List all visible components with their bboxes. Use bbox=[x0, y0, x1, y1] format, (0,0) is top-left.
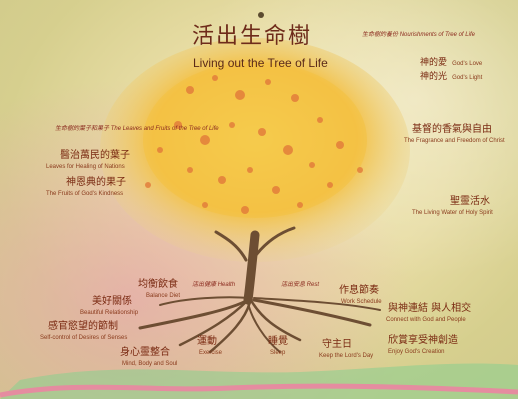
title-chinese: 活出生命樹 bbox=[192, 24, 313, 49]
nourishment-heading-en: Nourishments of Tree of Life bbox=[399, 32, 475, 38]
label-desires-zh: 感官慾望的節制 bbox=[48, 321, 118, 332]
label-fruits-en: The Fruits of God's Kindness bbox=[46, 191, 124, 197]
label-health-zh: 活出健康 bbox=[192, 282, 217, 288]
hanging-hole bbox=[258, 12, 264, 18]
leaves-fruits-heading-zh: 生命樹的葉子和果子 bbox=[55, 126, 110, 132]
label-living-water-zh: 聖靈活水 bbox=[450, 196, 490, 207]
label-exercise-zh: 運動 bbox=[197, 336, 217, 347]
label-relationship-zh: 美好關係 bbox=[92, 296, 132, 307]
label-creation: 欣賞享受神創造 Enjoy God's Creation bbox=[388, 335, 458, 356]
label-love-en: God's Love bbox=[452, 61, 483, 67]
label-connect-zh: 與神連結 與人相交 bbox=[388, 303, 472, 314]
label-health: 活出健康 Health bbox=[192, 282, 235, 288]
label-schedule-zh: 作息節奏 bbox=[339, 285, 379, 296]
label-rest-en: Rest bbox=[306, 282, 320, 288]
label-health-en: Health bbox=[217, 282, 236, 288]
ground-ribbon bbox=[0, 383, 518, 398]
label-relationship: 美好關係 Beautiful Relationship bbox=[80, 296, 138, 317]
label-light: 神的光 God's Light bbox=[420, 66, 482, 82]
label-schedule: 作息節奏 Work Schedule bbox=[339, 285, 382, 306]
label-love-zh: 神的愛 bbox=[420, 58, 448, 68]
nourishment-heading: 生命樹的養份 Nourishments of Tree of Life bbox=[362, 32, 475, 38]
label-fragrance-zh: 基督的香氣與自由 bbox=[412, 124, 492, 135]
label-lordsday: 守主日 Keep the Lord's Day bbox=[319, 339, 374, 360]
label-healing-en: Leaves for Healing of Nations bbox=[46, 164, 125, 170]
tree-trunk bbox=[138, 226, 381, 354]
label-lordsday-zh: 守主日 bbox=[322, 339, 352, 350]
label-rest: 活出安息 Rest bbox=[281, 282, 319, 288]
label-healing: 醫治萬民的葉子 Leaves for Healing of Nations bbox=[46, 150, 130, 171]
label-desires: 感官慾望的節制 Self-control of Desires of Sense… bbox=[40, 321, 127, 342]
label-sleep-zh: 睡覺 bbox=[268, 336, 288, 347]
label-living-water-en: The Living Water of Holy Spirit bbox=[412, 210, 493, 216]
nourishment-heading-zh: 生命樹的養份 bbox=[362, 32, 399, 38]
label-fragrance: 基督的香氣與自由 The Fragrance and Freedom of Ch… bbox=[404, 124, 505, 145]
label-lordsday-en: Keep the Lord's Day bbox=[319, 353, 374, 359]
label-healing-zh: 醫治萬民的葉子 bbox=[60, 150, 130, 161]
label-relationship-en: Beautiful Relationship bbox=[80, 310, 139, 316]
label-desires-en: Self-control of Desires of Senses bbox=[40, 335, 128, 341]
label-diet: 均衡飲食 Balance Diet bbox=[138, 279, 181, 300]
label-mind-en: Mind, Body and Soul bbox=[122, 361, 178, 367]
label-fruits: 神恩典的果子 The Fruits of God's Kindness bbox=[46, 177, 126, 198]
label-connect-en: Connect with God and People bbox=[386, 317, 466, 323]
label-fragrance-en: The Fragrance and Freedom of Christ bbox=[404, 138, 505, 144]
label-love: 神的愛 God's Love bbox=[420, 52, 482, 68]
leaves-fruits-heading-en: The Leaves and Fruits of the Tree of Lif… bbox=[110, 126, 219, 132]
label-exercise: 運動 Exercise bbox=[197, 336, 223, 357]
label-exercise-en: Exercise bbox=[199, 350, 223, 356]
label-schedule-en: Work Schedule bbox=[341, 299, 382, 305]
label-living-water: 聖靈活水 The Living Water of Holy Spirit bbox=[412, 196, 493, 217]
leaves-fruits-heading: 生命樹的葉子和果子 The Leaves and Fruits of the T… bbox=[55, 126, 219, 132]
label-creation-en: Enjoy God's Creation bbox=[388, 349, 445, 355]
label-creation-zh: 欣賞享受神創造 bbox=[388, 335, 458, 346]
canopy-core bbox=[143, 62, 367, 218]
label-light-zh: 神的光 bbox=[420, 72, 448, 82]
label-diet-en: Balance Diet bbox=[146, 293, 181, 299]
label-sleep-en: Sleep bbox=[270, 350, 286, 356]
label-diet-zh: 均衡飲食 bbox=[138, 279, 178, 290]
label-mind-zh: 身心靈整合 bbox=[120, 347, 170, 358]
label-fruits-zh: 神恩典的果子 bbox=[66, 177, 126, 188]
label-connect: 與神連結 與人相交 Connect with God and People bbox=[386, 303, 472, 324]
fruit-dots bbox=[145, 75, 363, 214]
label-rest-zh: 活出安息 bbox=[281, 282, 306, 288]
label-sleep: 睡覺 Sleep bbox=[268, 336, 288, 357]
title-english: Living out the Tree of Life bbox=[193, 56, 328, 70]
label-light-en: God's Light bbox=[452, 75, 483, 81]
label-mind: 身心靈整合 Mind, Body and Soul bbox=[120, 347, 178, 368]
